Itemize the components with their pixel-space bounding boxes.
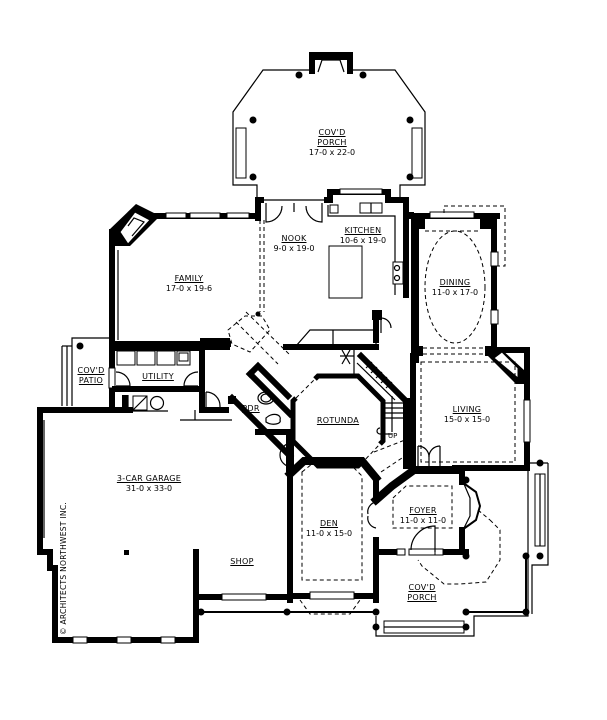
room-dims: 10-6 x 19-0 xyxy=(339,236,387,245)
room-name: ROTUNDA xyxy=(316,416,360,425)
front-porch-outline xyxy=(195,459,549,637)
living-label: LIVING 15-0 x 15-0 xyxy=(432,405,502,425)
nook-label: NOOK 9-0 x 19-0 xyxy=(266,234,322,254)
den-walls xyxy=(284,457,382,615)
living-room-walls xyxy=(410,347,531,471)
rear-porch-label: COV'D PORCH 17-0 x 22-0 xyxy=(296,128,368,158)
den-label: DEN 11-0 x 15-0 xyxy=(300,519,358,539)
garage-walls xyxy=(37,403,293,644)
room-dims: 17-0 x 19-6 xyxy=(165,284,213,293)
rotunda-label: ROTUNDA xyxy=(304,416,372,426)
room-name-2: PATIO xyxy=(78,376,104,385)
room-name: PDR xyxy=(242,404,260,413)
room-name: DINING xyxy=(439,278,471,287)
garage-label: 3-CAR GARAGE 31-0 x 33-0 xyxy=(106,474,192,494)
room-name: COV'D xyxy=(77,366,105,375)
utility-label: UTILITY xyxy=(130,372,186,382)
room-name: COV'D xyxy=(408,583,436,592)
room-name: NOOK xyxy=(281,234,307,243)
room-dims: 15-0 x 15-0 xyxy=(443,415,491,424)
room-name-2: PORCH xyxy=(317,138,347,147)
room-name: UTILITY xyxy=(142,372,174,381)
rear-porch-outline xyxy=(232,52,426,200)
room-name: KITCHEN xyxy=(344,226,382,235)
front-porch-label: COV'D PORCH xyxy=(402,583,442,603)
kitchen-label: KITCHEN 10-6 x 19-0 xyxy=(332,226,394,246)
covd-patio-label: COV'D PATIO xyxy=(74,366,108,386)
family-label: FAMILY 17-0 x 19-6 xyxy=(156,274,222,294)
room-name-2: PORCH xyxy=(407,593,437,602)
room-dims: 9-0 x 19-0 xyxy=(273,244,315,253)
room-name: FAMILY xyxy=(174,274,204,283)
stair-up-label: UP xyxy=(388,432,398,440)
dining-label: DINING 11-0 x 17-0 xyxy=(424,278,486,298)
room-name: LIVING xyxy=(452,405,482,414)
room-name: FOYER xyxy=(409,506,437,515)
foyer-walls xyxy=(370,465,491,556)
pdr-label: PDR xyxy=(238,404,264,414)
utility-walls xyxy=(61,337,232,421)
room-name: SHOP xyxy=(230,557,254,566)
foyer-label: FOYER 11-0 x 11-0 xyxy=(392,506,454,526)
room-name: 3-CAR GARAGE xyxy=(116,474,182,483)
shop-label: SHOP xyxy=(222,557,262,567)
room-dims: 31-0 x 33-0 xyxy=(125,484,173,493)
dining-room-walls xyxy=(409,205,506,363)
room-name: DEN xyxy=(319,519,339,528)
room-dims: 11-0 x 15-0 xyxy=(305,529,353,538)
room-name: COV'D xyxy=(318,128,346,137)
nook-kitchen-walls xyxy=(255,188,414,312)
room-dims: 11-0 x 11-0 xyxy=(399,516,447,525)
room-dims: 17-0 x 22-0 xyxy=(308,148,356,157)
copyright-notice: © ARCHITECTS NORTHWEST INC. xyxy=(59,501,68,635)
rotunda-walls xyxy=(227,310,412,473)
room-dims: 11-0 x 17-0 xyxy=(431,288,479,297)
